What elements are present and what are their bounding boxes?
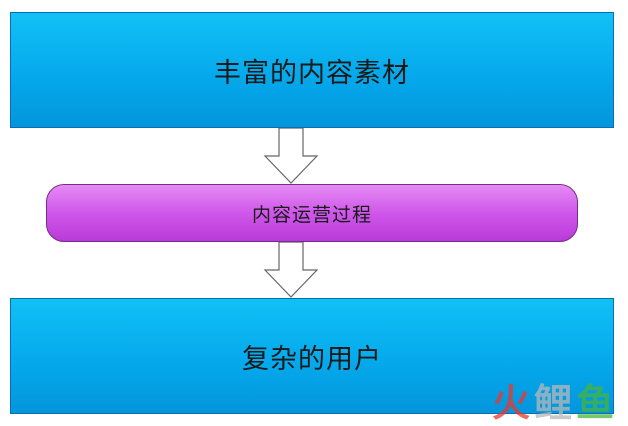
down-arrow-2 bbox=[263, 242, 319, 298]
node-complex-users-label: 复杂的用户 bbox=[242, 343, 382, 375]
watermark-char-1: 火 bbox=[491, 381, 530, 425]
node-content-materials: 丰富的内容素材 bbox=[10, 12, 614, 128]
watermark-char-2: 鲤 bbox=[533, 381, 572, 425]
node-complex-users: 复杂的用户 bbox=[10, 298, 614, 414]
down-arrow-1 bbox=[263, 128, 319, 184]
node-content-operation: 内容运营过程 bbox=[46, 184, 578, 242]
watermark-char-3: 鱼 bbox=[575, 381, 614, 425]
node-content-materials-label: 丰富的内容素材 bbox=[214, 57, 410, 89]
node-content-operation-label: 内容运营过程 bbox=[251, 203, 372, 226]
watermark-logo: 火 鲤 鱼 bbox=[492, 384, 614, 422]
